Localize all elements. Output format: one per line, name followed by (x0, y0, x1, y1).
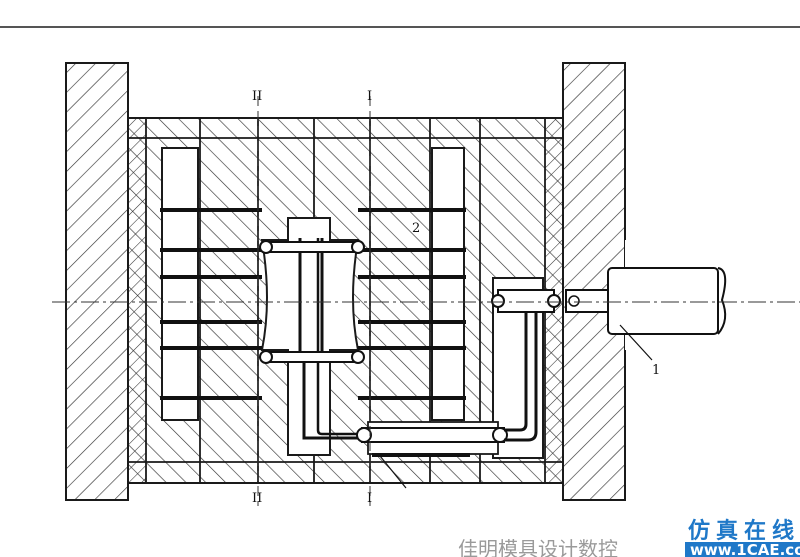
label-part-2: 2 (412, 221, 420, 236)
label-section-i-bottom: I (367, 491, 372, 506)
leader-part-2 (379, 455, 407, 489)
watermark-url-bg (685, 542, 800, 557)
ejector-rods-left (160, 208, 262, 400)
left-clamp-plate (65, 62, 129, 501)
left-ejector-space (161, 147, 199, 421)
watermark-site-url: www.1CAE.com (690, 541, 800, 557)
central-cavity (260, 217, 360, 456)
hydraulic-cylinder (565, 240, 800, 350)
label-section-i-top: I (367, 89, 372, 104)
label-section-ii-top: II (252, 89, 262, 104)
leader-part-1 (619, 324, 653, 361)
label-section-ii-bottom: II (252, 491, 262, 506)
central-heater-assembly (259, 238, 365, 440)
watermark-bottom-text: 佳明模具设计数控 (458, 537, 618, 557)
ejector-rods-right (358, 208, 466, 400)
watermark-site-name: 仿真在线 (688, 518, 800, 544)
label-part-1: 1 (652, 363, 660, 378)
bottom-heater-assembly (356, 289, 561, 457)
left-support-plate (127, 117, 147, 484)
right-ejector-space (431, 147, 465, 421)
